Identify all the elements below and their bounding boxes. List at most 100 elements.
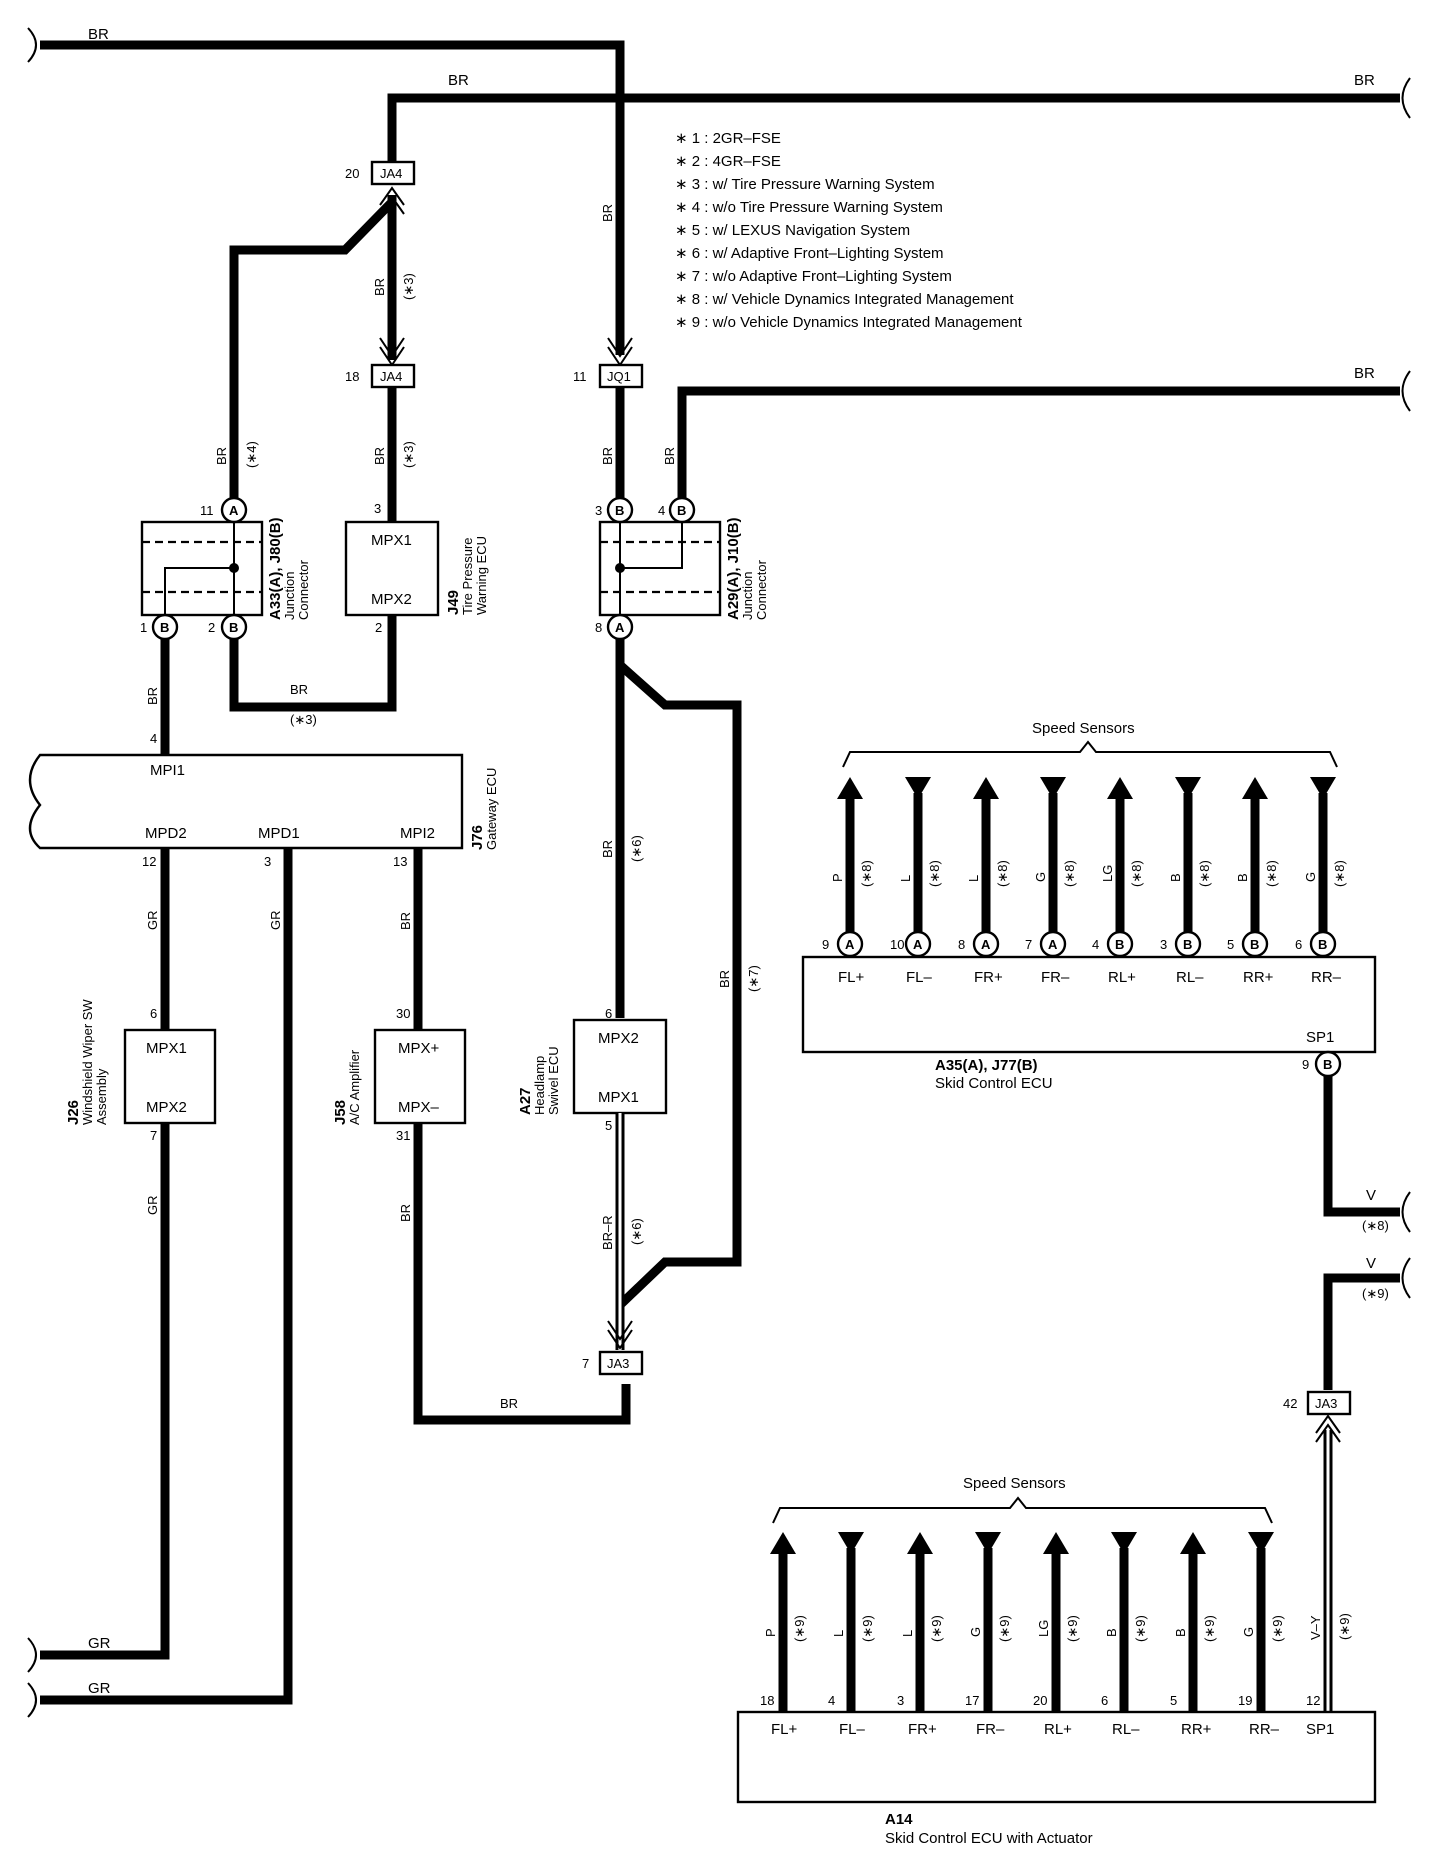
condition-6: (∗6) bbox=[629, 1218, 644, 1245]
ecu-pin-name: FL+ bbox=[838, 969, 865, 986]
ecu-pin-name: RR+ bbox=[1181, 1721, 1212, 1738]
pin-circle bbox=[1309, 930, 1337, 958]
a27-name-1: Headlamp bbox=[532, 1056, 547, 1115]
condition-label: (∗8) bbox=[1062, 860, 1077, 887]
arrow-up-icon bbox=[770, 1532, 796, 1554]
note-5: ∗ 5 : w/ LEXUS Navigation System bbox=[675, 222, 910, 239]
ecu-pin-name: FR– bbox=[976, 1721, 1005, 1738]
wire-label-color: L bbox=[898, 875, 913, 882]
wire-label-color: B bbox=[1104, 1628, 1119, 1637]
gateway-ecu-section: MPI1 MPD2 MPD1 MPI2 J76 Gateway ECU 12 3… bbox=[28, 753, 499, 869]
a33-code: A33(A), J80(B) bbox=[267, 517, 284, 620]
wire-label-color: P bbox=[830, 873, 845, 882]
arrow-up-icon bbox=[973, 777, 999, 799]
j49-name-2: Warning ECU bbox=[474, 536, 489, 615]
connector-ja4-label: JA4 bbox=[380, 369, 402, 384]
wire-label-br: BR bbox=[600, 204, 615, 222]
a29-headlamp-section: BR JQ1 11 BR BR B 3 B 4 A 8 A29(A), J10(… bbox=[517, 204, 769, 1376]
pin-30: 30 bbox=[396, 1006, 410, 1021]
condition-label: (∗8) bbox=[1197, 860, 1212, 887]
wire-label-br: BR bbox=[1354, 365, 1375, 382]
wire-label-br-r: BR–R bbox=[600, 1215, 615, 1250]
pin-letter-b: B bbox=[160, 620, 169, 635]
ecu-pin-name: FL– bbox=[839, 1721, 866, 1738]
wire-label-br: BR bbox=[662, 447, 677, 465]
arrow-down-icon bbox=[838, 1532, 864, 1554]
pin-number: 20 bbox=[1033, 1693, 1047, 1708]
pin-12: 12 bbox=[142, 854, 156, 869]
pin-number: 18 bbox=[760, 1693, 774, 1708]
j49-pin-mpx2: MPX2 bbox=[371, 591, 412, 608]
a35-code: A35(A), J77(B) bbox=[935, 1057, 1038, 1074]
arrow-down-icon bbox=[905, 777, 931, 799]
pin-number: 6 bbox=[1295, 937, 1302, 952]
a14-name: Skid Control ECU with Actuator bbox=[885, 1830, 1093, 1847]
j58-pin-mpx-minus: MPX– bbox=[398, 1099, 440, 1116]
note-3: ∗ 3 : w/ Tire Pressure Warning System bbox=[675, 176, 935, 193]
wire-label-color: L bbox=[900, 1630, 915, 1637]
wire-label-color: G bbox=[968, 1627, 983, 1637]
ecu-pin-name: FL+ bbox=[771, 1721, 798, 1738]
pin-3: 3 bbox=[264, 854, 271, 869]
j26-name-1: Windshield Wiper SW bbox=[80, 999, 95, 1125]
wire-label-gr: GR bbox=[88, 1635, 111, 1652]
pin-2: 2 bbox=[375, 620, 382, 635]
ecu-pin-name: FL– bbox=[906, 969, 933, 986]
condition-8: (∗8) bbox=[1362, 1218, 1389, 1233]
condition-label: (∗8) bbox=[1264, 860, 1279, 887]
note-8: ∗ 8 : w/ Vehicle Dynamics Integrated Man… bbox=[675, 291, 1014, 308]
wire-label-color: L bbox=[831, 1630, 846, 1637]
note-2: ∗ 2 : 4GR–FSE bbox=[675, 153, 781, 170]
a14-code: A14 bbox=[885, 1811, 913, 1828]
note-9: ∗ 9 : w/o Vehicle Dynamics Integrated Ma… bbox=[675, 314, 1023, 331]
j49-code: J49 bbox=[445, 590, 462, 615]
arrow-up-icon bbox=[1242, 777, 1268, 799]
connector-ja3-label: JA3 bbox=[1315, 1396, 1337, 1411]
condition-label: (∗8) bbox=[1129, 860, 1144, 887]
condition-label: (∗9) bbox=[792, 1615, 807, 1642]
ecu-pin-name: RR– bbox=[1311, 969, 1342, 986]
ecu-pin-name: RR+ bbox=[1243, 969, 1274, 986]
pin-number: 10 bbox=[890, 937, 904, 952]
gateway-pin-mpd1: MPD1 bbox=[258, 825, 300, 842]
windshield-wiper-sw bbox=[123, 1028, 217, 1125]
gateway-pin-mpi2: MPI2 bbox=[400, 825, 435, 842]
pin-number: 5 bbox=[1227, 937, 1234, 952]
ac-amplifier bbox=[373, 1028, 467, 1125]
wire-label-br: BR bbox=[145, 687, 160, 705]
pin-letter: A bbox=[845, 937, 855, 952]
connector-ja3 bbox=[598, 1350, 644, 1376]
headlamp-swivel-ecu bbox=[572, 1018, 668, 1115]
ecu-pin-name: FR– bbox=[1041, 969, 1070, 986]
a27-pin-mpx2: MPX2 bbox=[598, 1030, 639, 1047]
pin-circle bbox=[836, 930, 864, 958]
wire-label-gr: GR bbox=[145, 911, 160, 931]
pin-2: 2 bbox=[208, 620, 215, 635]
a29-name-2: Connector bbox=[754, 559, 769, 620]
wire-label-br: BR bbox=[214, 447, 229, 465]
wire-label-br: BR bbox=[290, 682, 308, 697]
pin-7: 7 bbox=[582, 1356, 589, 1371]
pin-9: 9 bbox=[1302, 1057, 1309, 1072]
skid-control-ecu-a14-section: V (∗9) JA3 42 V–Y (∗9) 12 Speed Sensors … bbox=[736, 1255, 1411, 1847]
condition-label: (∗8) bbox=[1332, 860, 1347, 887]
note-1: ∗ 1 : 2GR–FSE bbox=[675, 130, 781, 147]
j76-code: J76 bbox=[469, 825, 486, 850]
wiper-sw-section: GR 6 MPX1 MPX2 J26 Windshield Wiper SW A… bbox=[27, 848, 293, 1718]
ecu-pin-name: RL+ bbox=[1108, 969, 1136, 986]
a14-sensor-wires: P(∗9)18FL+L(∗9)4FL–L(∗9)3FR+G(∗9)17FR–LG… bbox=[760, 1532, 1285, 1738]
j26-pin-mpx1: MPX1 bbox=[146, 1040, 187, 1057]
pin-6: 6 bbox=[150, 1006, 157, 1021]
wire-label-v: V bbox=[1366, 1187, 1376, 1204]
wire-label-color: G bbox=[1241, 1627, 1256, 1637]
pin-circle-b bbox=[668, 496, 696, 524]
pin-number: 3 bbox=[897, 1693, 904, 1708]
arrow-up-icon bbox=[907, 1532, 933, 1554]
j26-pin-mpx2: MPX2 bbox=[146, 1099, 187, 1116]
pin-circle bbox=[1039, 930, 1067, 958]
a35-sensor-wires: P(∗8)A9FL+L(∗8)A10FL–L(∗8)A8FR+G(∗8)A7FR… bbox=[822, 777, 1347, 986]
wire-label-br: BR bbox=[1354, 72, 1375, 89]
pin-letter: B bbox=[1318, 937, 1327, 952]
wire-label-br: BR bbox=[398, 912, 413, 930]
